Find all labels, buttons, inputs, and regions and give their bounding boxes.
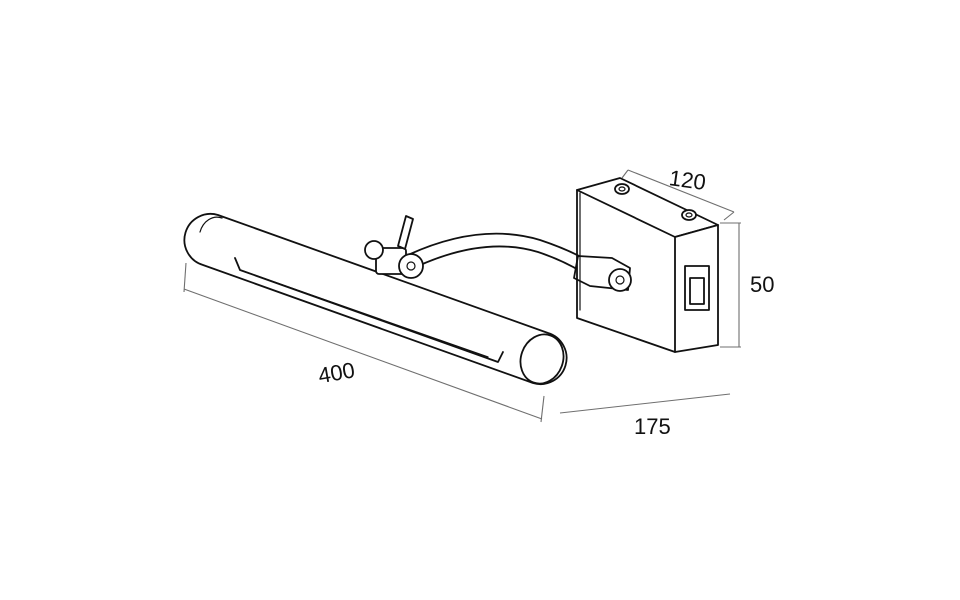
dimension-projection-label: 175 [634, 414, 671, 439]
lamp-arm [364, 215, 632, 292]
screw-icon [681, 209, 697, 221]
dimension-box-width-label: 120 [668, 165, 708, 195]
dimension-lines [183, 169, 741, 423]
bracket-knob [364, 240, 384, 260]
dimension-box-height-label: 50 [750, 272, 774, 297]
mounting-box [576, 177, 719, 353]
screw-icon [614, 183, 630, 195]
light-tube [183, 213, 568, 385]
arm-hinge [398, 253, 424, 279]
adjust-lever [397, 215, 414, 250]
power-switch-icon [684, 265, 710, 311]
dimension-length-label: 400 [316, 357, 357, 388]
